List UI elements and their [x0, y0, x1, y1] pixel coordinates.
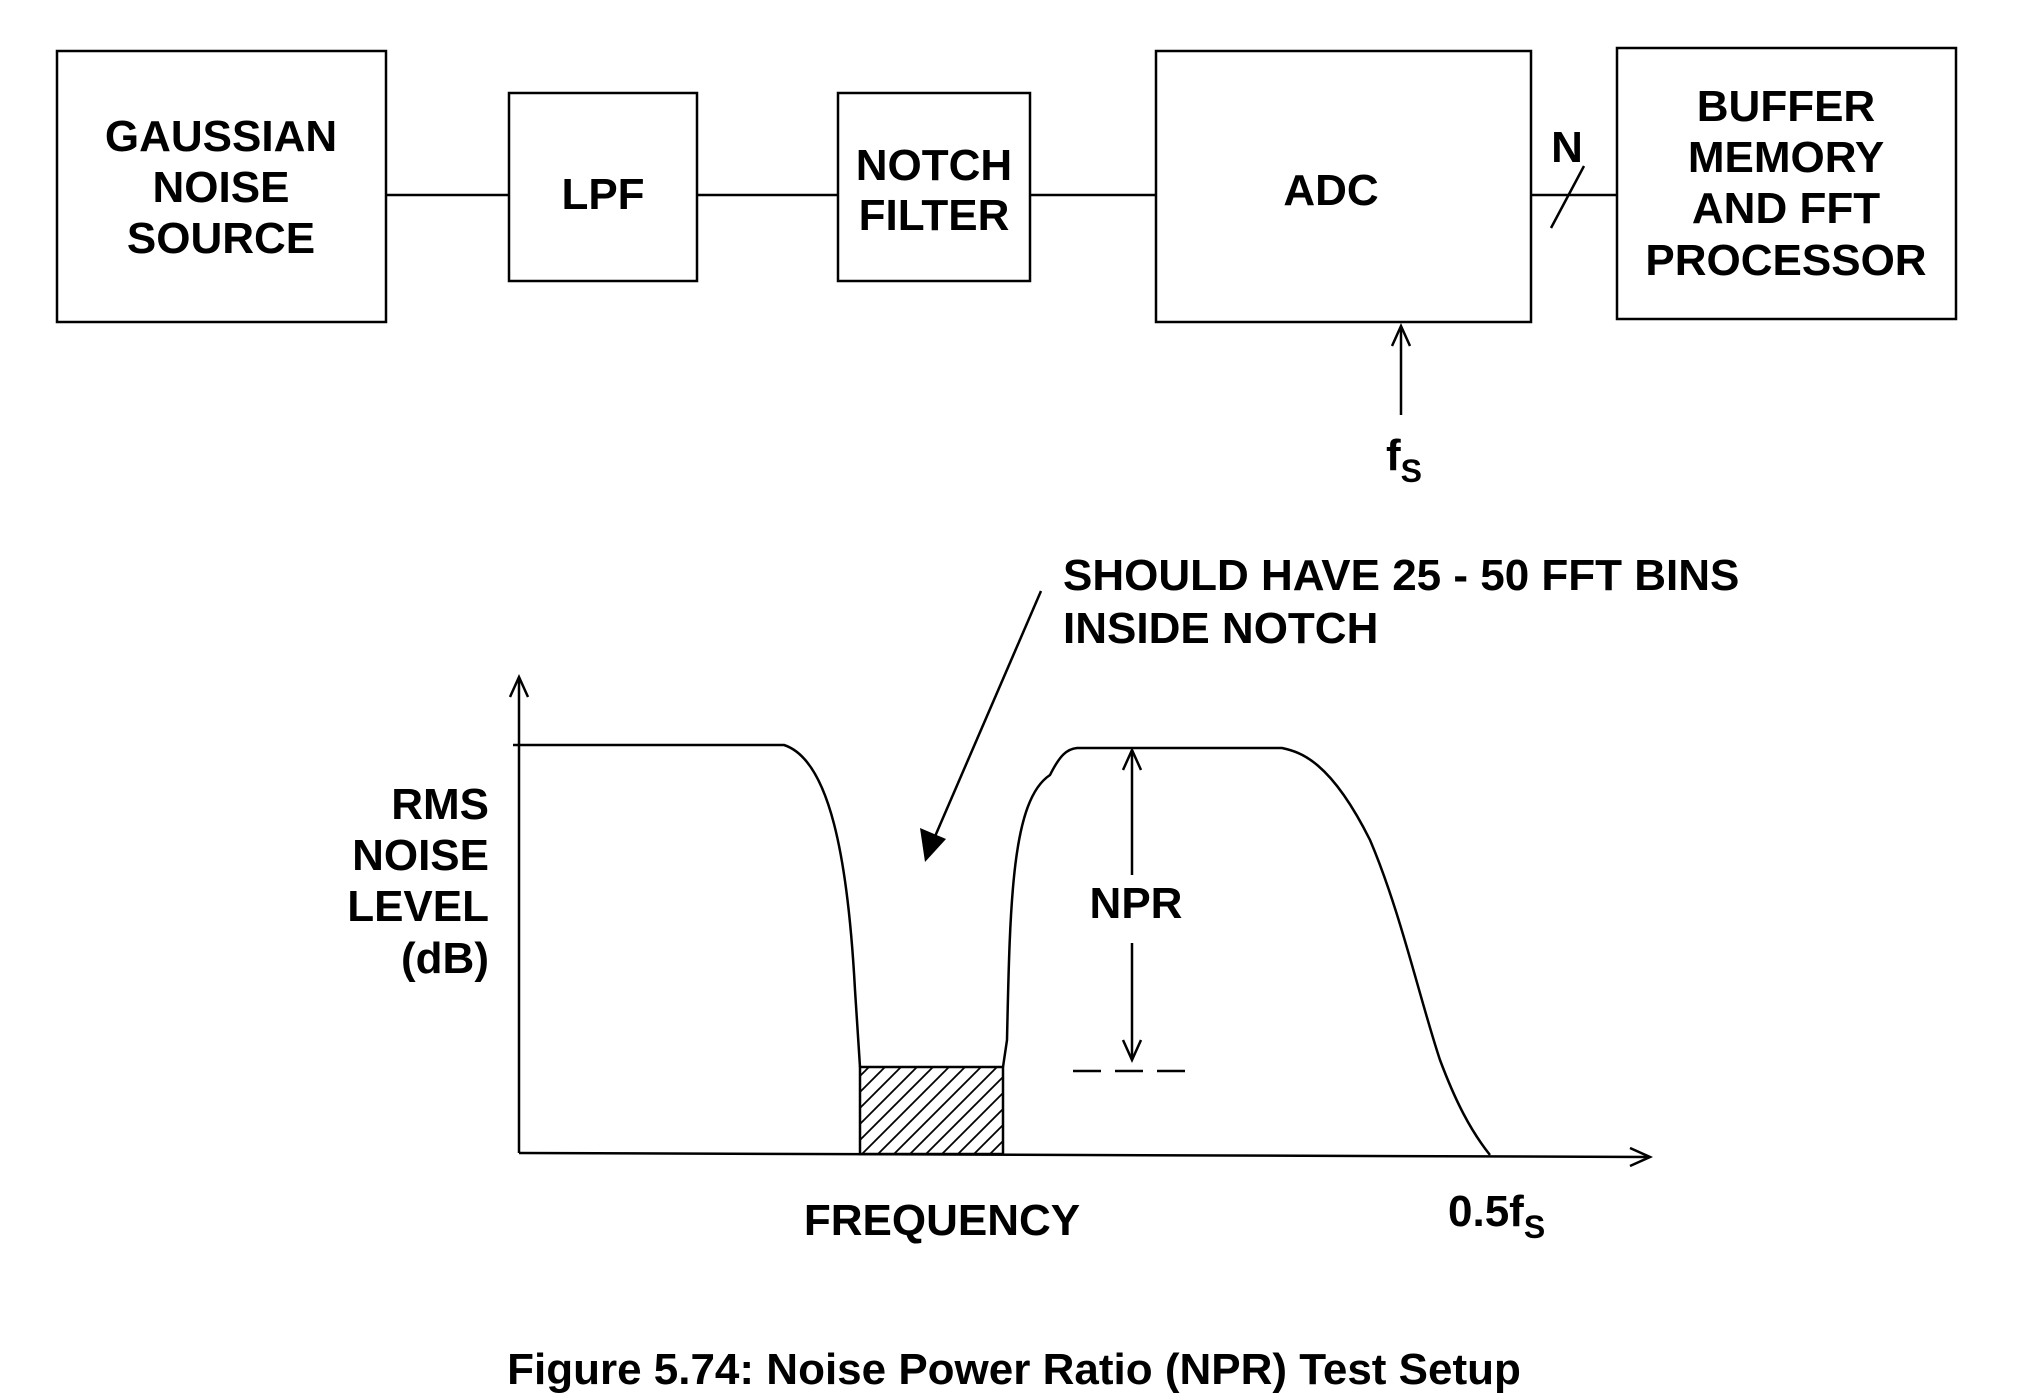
block-label-line: NOTCH	[856, 141, 1012, 190]
npr-label: NPR	[1090, 879, 1183, 928]
annotation-arrowhead	[920, 828, 946, 862]
block-notch-filter: NOTCH FILTER	[836, 91, 1032, 283]
bus-width-slash	[1549, 165, 1586, 229]
block-lpf: LPF	[507, 91, 699, 283]
npr-lower-arrowhead	[1121, 1039, 1143, 1064]
noise-spectrum-curve	[513, 743, 1491, 1156]
y-axis-arrowhead	[508, 673, 530, 698]
block-label-line: PROCESSOR	[1645, 236, 1926, 285]
figure-title: Noise Power Ratio (NPR) Test Setup	[754, 1345, 1521, 1394]
block-label-line: NOISE	[153, 163, 290, 212]
y-axis-label-line: (dB)	[401, 934, 489, 983]
block-adc: ADC	[1154, 49, 1533, 324]
block-label-line: BUFFER	[1697, 82, 1875, 131]
clock-arrowhead	[1390, 322, 1412, 347]
spectrum-plot: NPR SHOULD HAVE 25 - 50 FFT BINS INSIDE …	[347, 551, 1739, 1245]
notch-hatched-region	[858, 1065, 1005, 1156]
figure-caption: Figure 5.74: Noise Power Ratio (NPR) Tes…	[507, 1345, 1521, 1394]
x-axis-end-label: 0.5fS	[1448, 1187, 1545, 1245]
clock-label: fS	[1386, 431, 1422, 489]
block-label-line: AND FFT	[1692, 184, 1880, 233]
npr-upper-arrowhead	[1121, 746, 1143, 771]
block-label-line: FILTER	[859, 191, 1010, 240]
y-axis-label-line: NOISE	[352, 831, 489, 880]
annotation-arrow-line	[928, 590, 1043, 849]
annotation-line: SHOULD HAVE 25 - 50 FFT BINS	[1063, 551, 1739, 600]
x-axis-label: FREQUENCY	[804, 1196, 1080, 1245]
y-axis-label-line: LEVEL	[347, 882, 489, 931]
block-label-line: MEMORY	[1688, 133, 1884, 182]
block-label-line: ADC	[1283, 166, 1378, 215]
annotation-line: INSIDE NOTCH	[1063, 604, 1378, 653]
bus-width-label: N	[1551, 123, 1583, 172]
block-diagram: N GAUSSIAN NOISE SOURCE LPF NOTCH FILTER…	[55, 46, 1958, 489]
x-axis-arrowhead	[1629, 1146, 1654, 1168]
block-gaussian-noise-source: GAUSSIAN NOISE SOURCE	[55, 49, 388, 324]
block-label-line: LPF	[561, 170, 644, 219]
block-buffer-fft-processor: BUFFER MEMORY AND FFT PROCESSOR	[1615, 46, 1958, 321]
clock-input: fS	[1386, 322, 1422, 489]
figure-number: Figure 5.74:	[507, 1345, 754, 1394]
x-axis	[518, 1151, 1651, 1159]
y-axis-label-line: RMS	[391, 780, 489, 829]
block-label-line: GAUSSIAN	[105, 112, 337, 161]
block-label-line: SOURCE	[127, 214, 315, 263]
